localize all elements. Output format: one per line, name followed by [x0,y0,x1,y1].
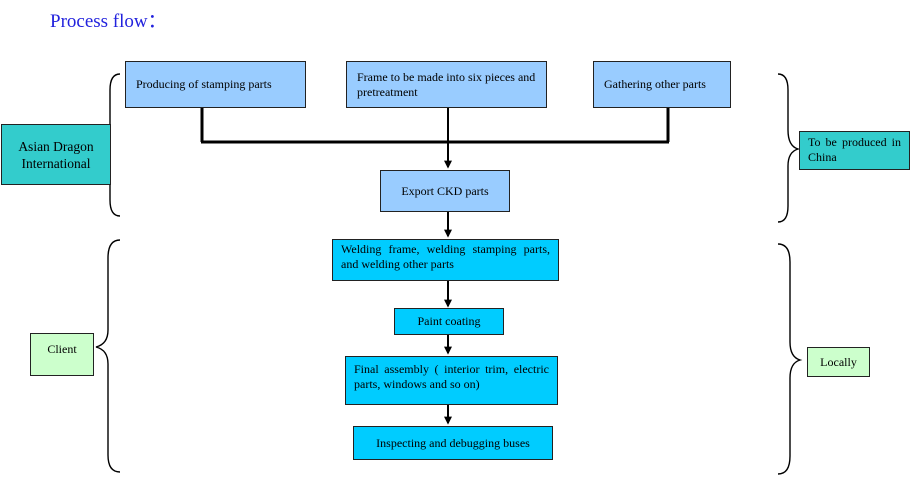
frame-pretreatment-box: Frame to be made into six pieces and pre… [346,61,547,108]
stamping-parts-box: Producing of stamping parts [125,61,306,108]
page-title: Process flow： [50,11,167,32]
welding-box: Welding frame, welding stamping parts, a… [332,239,559,281]
right-brace-bottom [777,243,803,475]
inspecting-box: Inspecting and debugging buses [353,426,553,460]
left-brace-bottom [95,239,121,473]
asian-dragon-label: Asian Dragon International [1,124,111,185]
final-assembly-box: Final assembly ( interior trim, electric… [345,356,558,405]
client-label: Client [30,333,94,376]
paint-coating-box: Paint coating [394,308,504,335]
locally-label: Locally [807,347,870,377]
right-brace-top [777,73,801,223]
china-label: To be produced in China [799,131,910,170]
gathering-parts-box: Gathering other parts [593,61,731,108]
export-ckd-box: Export CKD parts [380,170,510,212]
merge-connector [200,108,670,144]
